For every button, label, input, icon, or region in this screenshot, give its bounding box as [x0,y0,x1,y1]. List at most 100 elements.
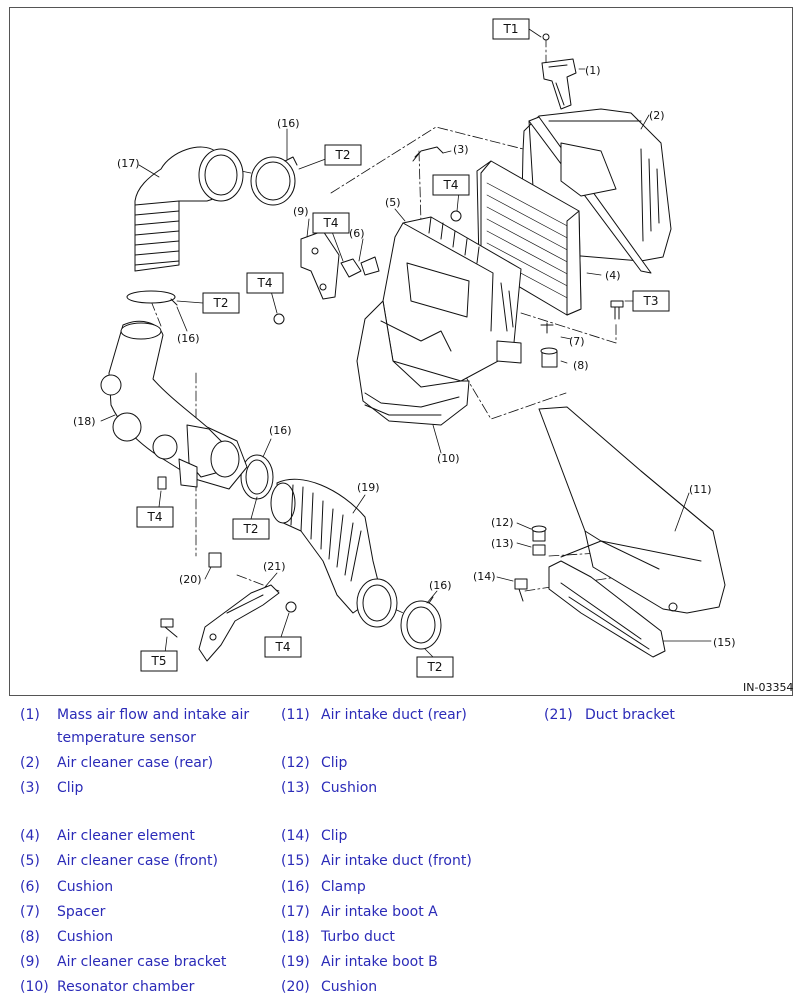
legend-item-label: Clip [321,755,348,771]
legend-item-number: (18) [281,929,310,945]
legend-item-label: Spacer [57,904,106,920]
callout-2: (2) [649,109,665,122]
legend-item-label: Clip [321,828,348,844]
legend-item-number: (1) [20,707,40,723]
callout-21: (21) [263,560,286,573]
callout-20: (20) [179,573,202,586]
callout-13: (13) [491,537,514,550]
torque-box-t4: T4 [432,174,470,196]
legend-item-label: Air intake boot B [321,954,438,970]
callout-11: (11) [689,483,712,496]
legend-item-label: Turbo duct [321,929,395,945]
legend-item-number: (5) [20,853,40,869]
torque-box-t4: T4 [136,506,174,528]
svg-text:T4: T4 [147,510,163,524]
svg-text:T3: T3 [643,294,659,308]
callout-10: (10) [437,452,460,465]
legend-item-number: (6) [20,879,40,895]
legend-item-label: Air intake duct (front) [321,853,472,869]
callout-9: (9) [293,205,309,218]
maf-sensor [541,33,577,110]
legend-item-number: (14) [281,828,310,844]
callout-15: (15) [713,636,736,649]
legend-item-number: (12) [281,755,310,771]
legend-item-label: Cushion [57,929,114,945]
torque-box-t2: T2 [232,518,270,540]
clamps [126,156,442,650]
svg-text:T4: T4 [275,640,291,654]
legend-item-number: (16) [281,879,310,895]
torque-box-t2: T2 [416,656,454,678]
legend-item-label: Cushion [321,979,378,995]
callout-1: (1) [585,64,601,77]
legend-item-number: (11) [281,707,310,723]
legend-item-number: (10) [20,979,49,995]
svg-text:T4: T4 [323,216,339,230]
callout-4: (4) [605,269,621,282]
torque-box-t2: T2 [324,144,362,166]
torque-box-t2: T2 [202,292,240,314]
callout-19: (19) [357,481,380,494]
torque-box-t4: T4 [264,636,302,658]
legend-item-label: Air intake duct (rear) [321,707,467,723]
air-intake-boot-b [270,478,398,628]
cushion-6 [340,256,380,278]
callout-numbers: (1) (2) (3) (4) (5) (6) (7) (8) (9) (10)… [73,64,793,694]
legend-item-number: (8) [20,929,40,945]
svg-text:T4: T4 [443,178,459,192]
torque-box-t4: T4 [246,272,284,294]
svg-text:T2: T2 [213,296,229,310]
torque-labels: T1 T2 T4 T4 T4 T2 T3 T4 T2 T4 T5 T2 [136,18,670,678]
callout-3: (3) [453,143,469,156]
callout-16: (16) [429,579,452,592]
legend-item-number: (7) [20,904,40,920]
svg-text:T2: T2 [427,660,443,674]
legend-item-label: temperature sensor [57,730,196,746]
fasteners [157,210,624,638]
callout-16: (16) [269,424,292,437]
exploded-diagram: T1 T2 T4 T4 T4 T2 T3 T4 T2 T4 T5 T2 (1) … [9,7,793,696]
legend-item-label: Resonator chamber [57,979,195,995]
callout-8: (8) [573,359,589,372]
legend-item-number: (3) [20,780,40,796]
diagram-drawing: T1 T2 T4 T4 T4 T2 T3 T4 T2 T4 T5 T2 (1) … [73,18,793,694]
legend-item-label: Air intake boot A [321,904,438,920]
duct-bracket [198,584,280,662]
callout-12: (12) [491,516,514,529]
callout-17: (17) [117,157,140,170]
torque-box-t4: T4 [312,212,350,234]
resonator-chamber [356,300,470,426]
torque-box-t3: T3 [632,290,670,312]
callout-16: (16) [177,332,200,345]
legend-item-number: (20) [281,979,310,995]
legend-item-label: Clip [57,780,84,796]
svg-text:T2: T2 [335,148,351,162]
svg-text:T4: T4 [257,276,273,290]
legend-item-label: Cushion [57,879,114,895]
figure-id: IN-03354 [743,681,793,694]
legend-item-label: Cushion [321,780,378,796]
callout-7: (7) [569,335,585,348]
legend-item-label: Air cleaner case bracket [57,954,227,970]
legend-item-label: Air cleaner case (front) [57,853,219,869]
legend-item-number: (2) [20,755,40,771]
legend-item-label: Mass air flow and intake air [57,707,250,723]
callout-5: (5) [385,196,401,209]
legend-item-label: Clamp [321,879,366,895]
legend-item-label: Air cleaner element [57,828,195,844]
legend-item-number: (17) [281,904,310,920]
clip-3 [412,146,444,162]
svg-text:T5: T5 [151,654,167,668]
air-intake-boot-a [134,146,244,272]
legend-item-label: Duct bracket [585,707,675,723]
legend-item-number: (4) [20,828,40,844]
legend-item-number: (21) [544,707,573,723]
legend-item-number: (19) [281,954,310,970]
turbo-duct [100,320,248,490]
callout-16: (16) [277,117,300,130]
torque-box-t1: T1 [492,18,530,40]
svg-text:T2: T2 [243,522,259,536]
torque-box-t5: T5 [140,650,178,672]
callout-18: (18) [73,415,96,428]
